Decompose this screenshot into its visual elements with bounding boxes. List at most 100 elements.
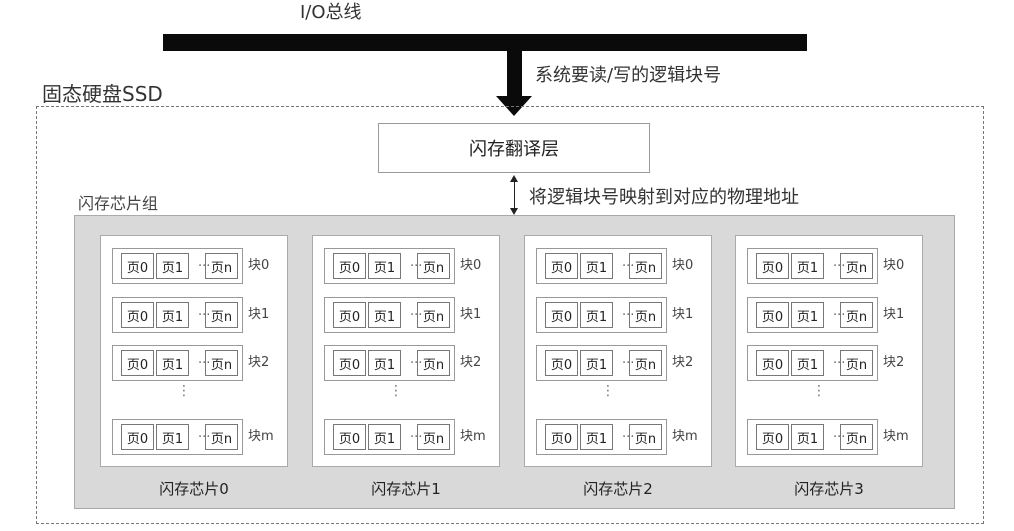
page-cell: 页1	[580, 253, 613, 279]
mapping-arrow-up-head	[510, 175, 518, 182]
page-ellipsis: ...	[410, 426, 423, 441]
page-cell: 页1	[156, 350, 189, 376]
page-ellipsis: ...	[198, 352, 211, 367]
block-label: 块m	[672, 429, 698, 444]
page-cell: 页1	[368, 302, 401, 328]
ssd-title: 固态硬盘SSD	[42, 82, 163, 106]
block-label: 块2	[672, 355, 694, 370]
block-label: 块1	[248, 307, 270, 322]
block-vertical-ellipsis: ⋮	[177, 383, 191, 399]
block-label: 块0	[672, 258, 694, 273]
page-cell: 页0	[121, 253, 154, 279]
page-cell: 页0	[121, 424, 154, 450]
page-cell: 页0	[545, 350, 578, 376]
ftl-label: 闪存翻译层	[469, 139, 559, 160]
page-cell: 页n	[205, 424, 238, 450]
page-ellipsis: ...	[410, 255, 423, 270]
page-ellipsis: ...	[833, 352, 846, 367]
page-cell: 页1	[156, 253, 189, 279]
page-cell: 页0	[333, 350, 366, 376]
page-cell: 页n	[840, 253, 873, 279]
page-cell: 页n	[840, 302, 873, 328]
page-ellipsis: ...	[410, 304, 423, 319]
page-cell: 页0	[756, 424, 789, 450]
page-cell: 页n	[417, 350, 450, 376]
page-ellipsis: ...	[198, 304, 211, 319]
block-vertical-ellipsis: ⋮	[812, 383, 826, 399]
io-bus	[163, 34, 807, 51]
mapping-arrow-down-head	[510, 208, 518, 215]
request-label: 系统要读/写的逻辑块号	[535, 65, 722, 86]
page-ellipsis: ...	[198, 255, 211, 270]
block-label: 块1	[883, 307, 905, 322]
page-ellipsis: ...	[622, 426, 635, 441]
page-ellipsis: ...	[622, 352, 635, 367]
page-cell: 页n	[417, 424, 450, 450]
page-cell: 页0	[545, 253, 578, 279]
page-cell: 页0	[756, 350, 789, 376]
page-cell: 页1	[791, 350, 824, 376]
page-ellipsis: ...	[410, 352, 423, 367]
page-cell: 页1	[156, 424, 189, 450]
page-cell: 页1	[580, 424, 613, 450]
page-cell: 页1	[791, 424, 824, 450]
block-label: 块0	[248, 258, 270, 273]
page-cell: 页n	[840, 350, 873, 376]
page-ellipsis: ...	[833, 255, 846, 270]
page-cell: 页0	[756, 253, 789, 279]
block-label: 块m	[248, 429, 274, 444]
page-cell: 页n	[629, 424, 662, 450]
block-label: 块1	[460, 307, 482, 322]
page-cell: 页1	[580, 302, 613, 328]
flash-chip-label-1: 闪存芯片1	[371, 480, 441, 498]
page-cell: 页n	[205, 302, 238, 328]
block-label: 块0	[460, 258, 482, 273]
block-label: 块2	[883, 355, 905, 370]
page-ellipsis: ...	[833, 304, 846, 319]
mapping-label: 将逻辑块号映射到对应的物理地址	[529, 187, 799, 208]
page-cell: 页n	[629, 302, 662, 328]
mapping-arrow-line	[514, 178, 515, 210]
block-label: 块m	[883, 429, 909, 444]
page-cell: 页n	[205, 350, 238, 376]
page-cell: 页0	[121, 302, 154, 328]
block-label: 块2	[248, 355, 270, 370]
page-cell: 页0	[545, 302, 578, 328]
request-arrow-shaft	[507, 50, 522, 98]
block-label: 块0	[883, 258, 905, 273]
flash-chip-label-3: 闪存芯片3	[794, 480, 864, 498]
page-ellipsis: ...	[833, 426, 846, 441]
page-cell: 页1	[368, 424, 401, 450]
page-cell: 页1	[791, 253, 824, 279]
page-ellipsis: ...	[622, 304, 635, 319]
page-cell: 页0	[333, 302, 366, 328]
chip-group-title: 闪存芯片组	[78, 194, 159, 213]
flash-chip-label-2: 闪存芯片2	[583, 480, 653, 498]
page-cell: 页n	[840, 424, 873, 450]
block-vertical-ellipsis: ⋮	[389, 383, 403, 399]
page-cell: 页0	[121, 350, 154, 376]
page-cell: 页n	[629, 253, 662, 279]
io-bus-label: I/O总线	[300, 2, 362, 23]
flash-translation-layer: 闪存翻译层	[378, 123, 650, 173]
page-cell: 页0	[333, 424, 366, 450]
page-cell: 页1	[156, 302, 189, 328]
block-vertical-ellipsis: ⋮	[601, 383, 615, 399]
